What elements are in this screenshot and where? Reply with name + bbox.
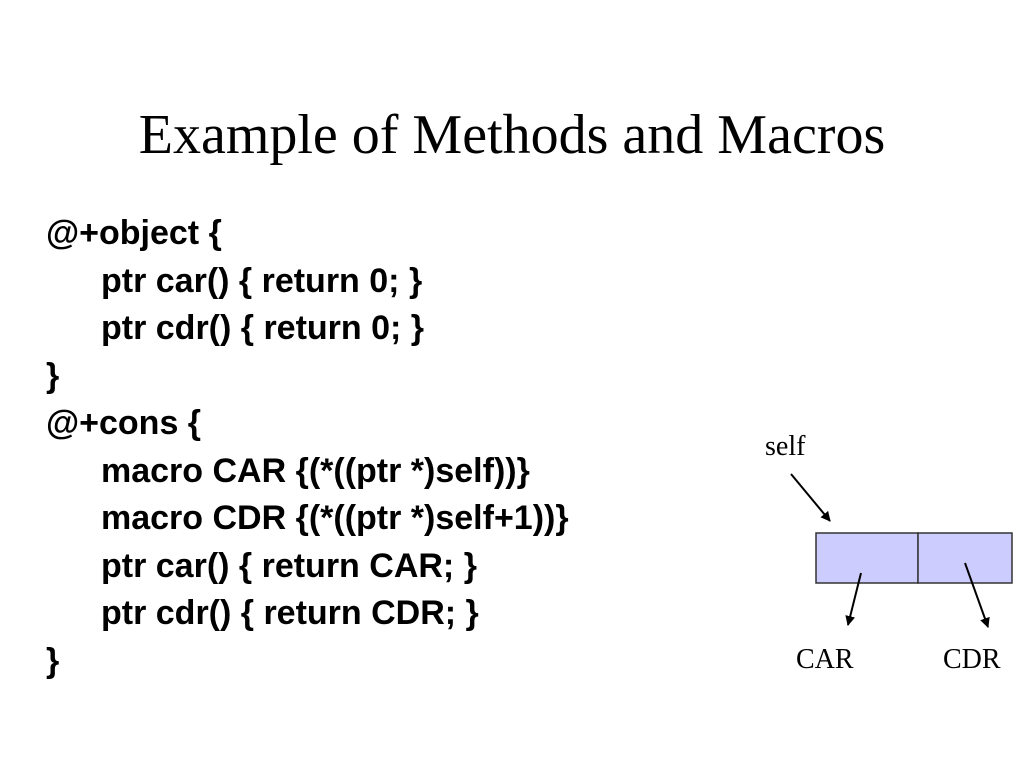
car-label: CAR	[796, 644, 854, 675]
cdr-cell	[917, 532, 1013, 584]
code-line: ptr car() { return 0; }	[101, 261, 423, 300]
code-line: ptr car() { return CAR; }	[101, 546, 477, 585]
code-line: macro CAR {(*((ptr *)self))}	[101, 451, 530, 490]
cdr-label: CDR	[943, 644, 1001, 675]
self-label: self	[765, 431, 806, 462]
code-line: ptr cdr() { return CDR; }	[101, 594, 479, 632]
car-cell	[815, 532, 919, 584]
code-line: @+object {	[46, 214, 222, 252]
cdr-pointer-arrow	[964, 562, 990, 628]
code-block: @+object { ptr car() { return 0; } ptr c…	[46, 210, 569, 685]
code-line: @+cons {	[46, 404, 202, 442]
car-pointer-arrow	[845, 572, 862, 626]
code-line: }	[46, 356, 60, 395]
self-pointer-arrow	[790, 473, 831, 522]
code-line: ptr cdr() { return 0; }	[101, 309, 425, 347]
code-line: macro CDR {(*((ptr *)self+1))}	[101, 499, 569, 537]
code-line: }	[46, 641, 60, 680]
slide-title: Example of Methods and Macros	[138, 104, 886, 166]
